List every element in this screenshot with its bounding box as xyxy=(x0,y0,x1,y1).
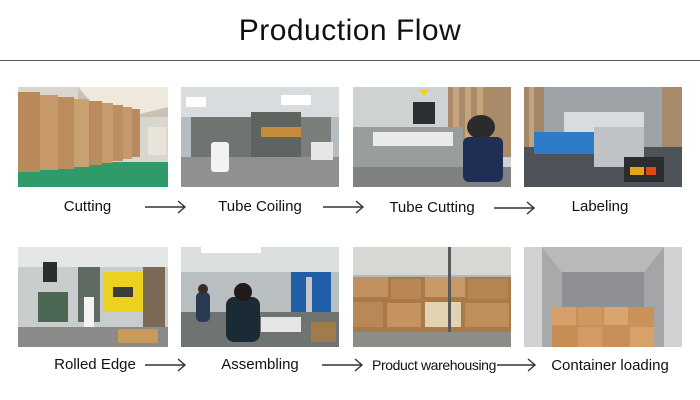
tube-coiling-photo xyxy=(181,87,339,187)
step-label-product-warehousing: Product warehousing xyxy=(372,357,496,373)
step-label-labeling: Labeling xyxy=(571,198,629,215)
container-loading-photo xyxy=(524,247,682,347)
page-title: Production Flow xyxy=(238,14,462,47)
step-label-tube-cutting: Tube Cutting xyxy=(389,199,475,216)
flow-arrow-icon xyxy=(322,358,364,372)
labeling-photo xyxy=(524,87,682,187)
cutting-photo xyxy=(18,87,168,187)
flow-arrow-icon xyxy=(494,201,536,215)
assembling-photo xyxy=(181,247,339,347)
flow-arrow-icon xyxy=(323,200,365,214)
tube-cutting-photo xyxy=(353,87,511,187)
step-label-tube-coiling: Tube Coiling xyxy=(218,198,302,215)
step-label-cutting: Cutting xyxy=(63,198,112,215)
step-label-container-loading: Container loading xyxy=(551,357,669,374)
step-label-assembling: Assembling xyxy=(221,356,299,373)
step-label-rolled-edge: Rolled Edge xyxy=(54,356,136,373)
rolled-edge-photo xyxy=(18,247,168,347)
flow-arrow-icon xyxy=(145,200,187,214)
flow-arrow-icon xyxy=(145,358,187,372)
title-divider xyxy=(0,60,700,61)
flow-arrow-icon xyxy=(497,358,537,372)
warehousing-photo xyxy=(353,247,511,347)
